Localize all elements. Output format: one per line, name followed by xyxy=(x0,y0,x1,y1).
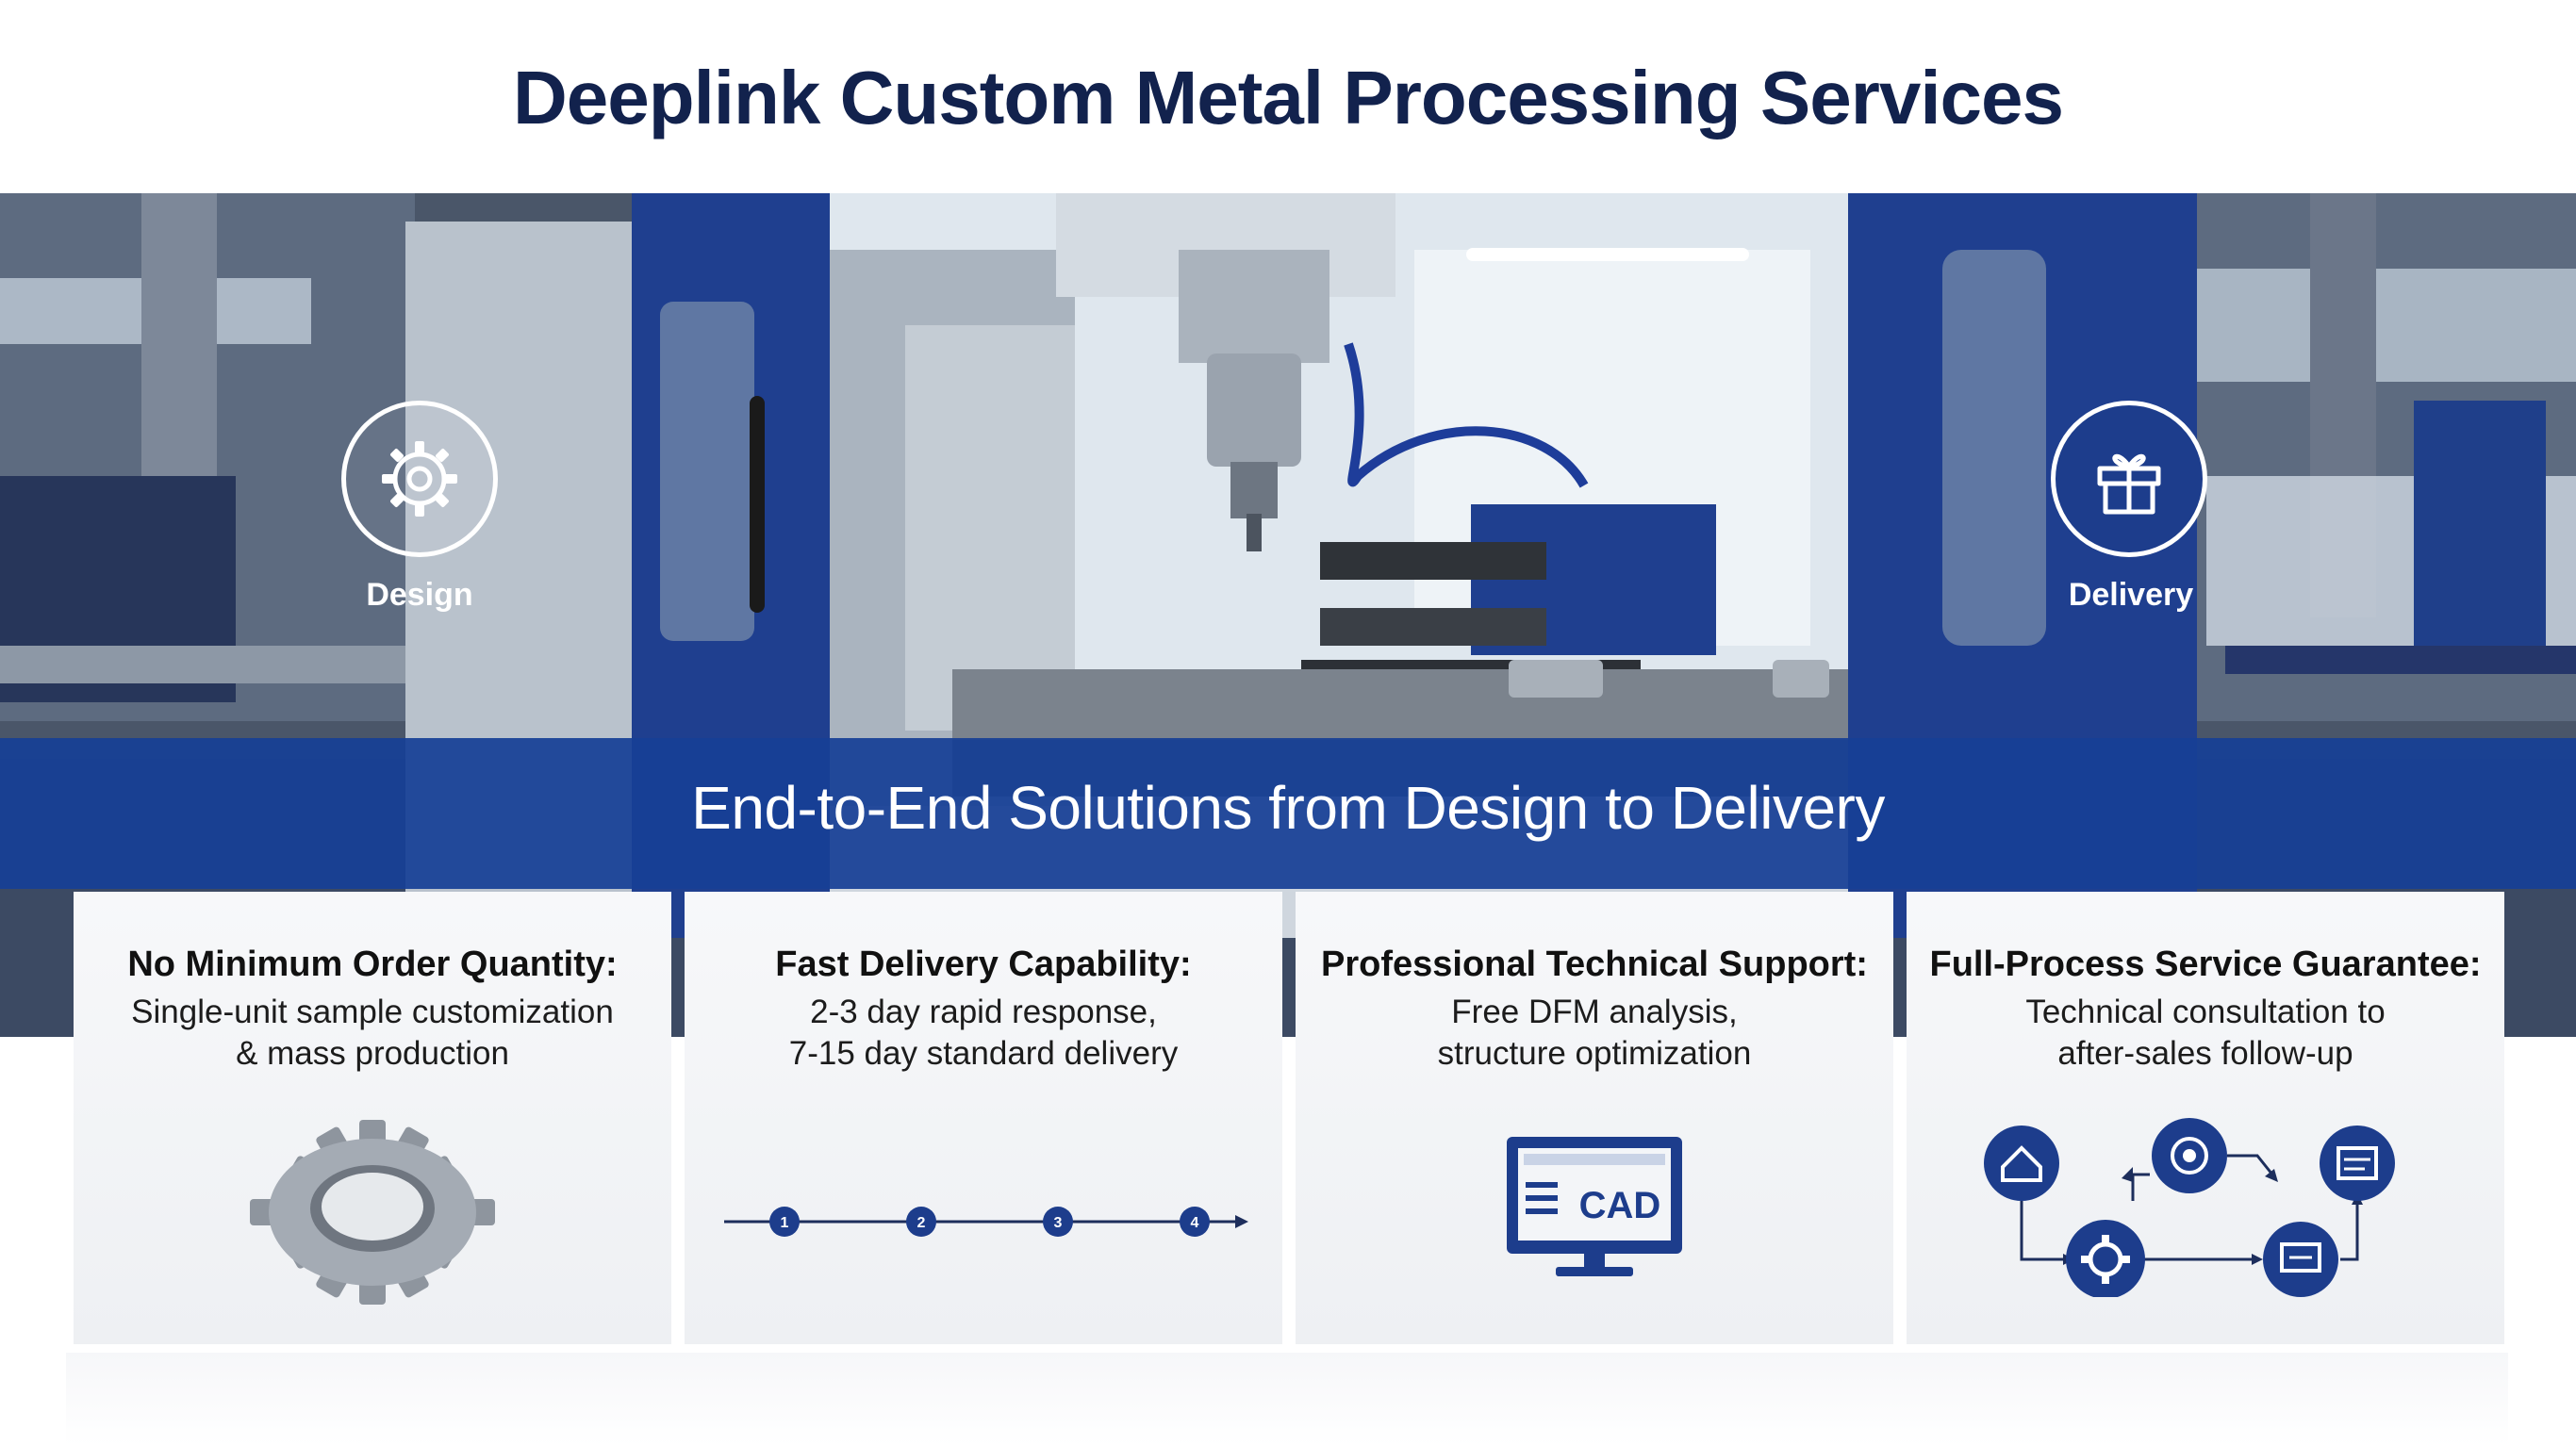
feature-card-full-process: Full-Process Service Guarantee: Technica… xyxy=(1907,892,2504,1344)
timeline-step-3 xyxy=(1043,1207,1073,1237)
card-description: 2-3 day rapid response, 7-15 day standar… xyxy=(788,994,1179,1072)
bottom-fade xyxy=(66,1353,2508,1446)
metal-gear-illustration xyxy=(250,1120,495,1305)
gear-icon xyxy=(382,441,457,517)
timeline-step-4 xyxy=(1180,1207,1210,1237)
home-icon xyxy=(1984,1126,2059,1201)
timeline-step-label: 3 xyxy=(1054,1215,1063,1231)
card-heading: Fast Delivery Capability: xyxy=(775,945,1192,984)
card-description: Technical consultation to after-sales fo… xyxy=(2025,994,2386,1072)
card-heading: Professional Technical Support: xyxy=(1321,945,1868,984)
feature-card-delivery: Fast Delivery Capability: 2-3 day rapid … xyxy=(685,892,1282,1344)
arrow-right-icon xyxy=(1235,1215,1248,1228)
document-icon xyxy=(2320,1126,2395,1201)
delivery-badge xyxy=(2051,401,2207,557)
gear-icon xyxy=(2066,1220,2145,1297)
process-flow-diagram xyxy=(1984,1118,2395,1297)
timeline-step-2 xyxy=(906,1207,936,1237)
card-heading: Full-Process Service Guarantee: xyxy=(1929,945,2482,984)
support-icon xyxy=(2263,1222,2338,1297)
card-heading: No Minimum Order Quantity: xyxy=(127,945,618,984)
card-description: Free DFM analysis, structure optimizatio… xyxy=(1437,994,1752,1072)
gift-box-icon xyxy=(2097,453,2161,515)
feature-card-moq: No Minimum Order Quantity: Single-unit s… xyxy=(74,892,671,1344)
timeline-step-label: 2 xyxy=(917,1215,926,1231)
timeline-step-1 xyxy=(769,1207,800,1237)
delivery-badge-label: Delivery xyxy=(2068,577,2194,613)
headline-band xyxy=(0,738,2576,889)
band-headline: End-to-End Solutions from Design to Deli… xyxy=(691,774,1885,842)
design-badge-label: Design xyxy=(366,577,473,613)
page-title: Deeplink Custom Metal Processing Service… xyxy=(512,56,2064,140)
delivery-timeline: 1 2 3 4 xyxy=(724,1207,1248,1237)
feature-cards: No Minimum Order Quantity: Single-unit s… xyxy=(74,892,2504,1344)
feature-card-tech-support: Professional Technical Support: Free DFM… xyxy=(1296,892,1893,1344)
card-description: Single-unit sample customization & mass … xyxy=(131,994,614,1072)
timeline-step-label: 1 xyxy=(781,1215,789,1231)
monitor-label: CAD xyxy=(1579,1185,1661,1226)
timeline-step-label: 4 xyxy=(1191,1215,1199,1231)
design-badge xyxy=(341,401,498,557)
cad-monitor-icon: CAD xyxy=(1507,1137,1682,1276)
